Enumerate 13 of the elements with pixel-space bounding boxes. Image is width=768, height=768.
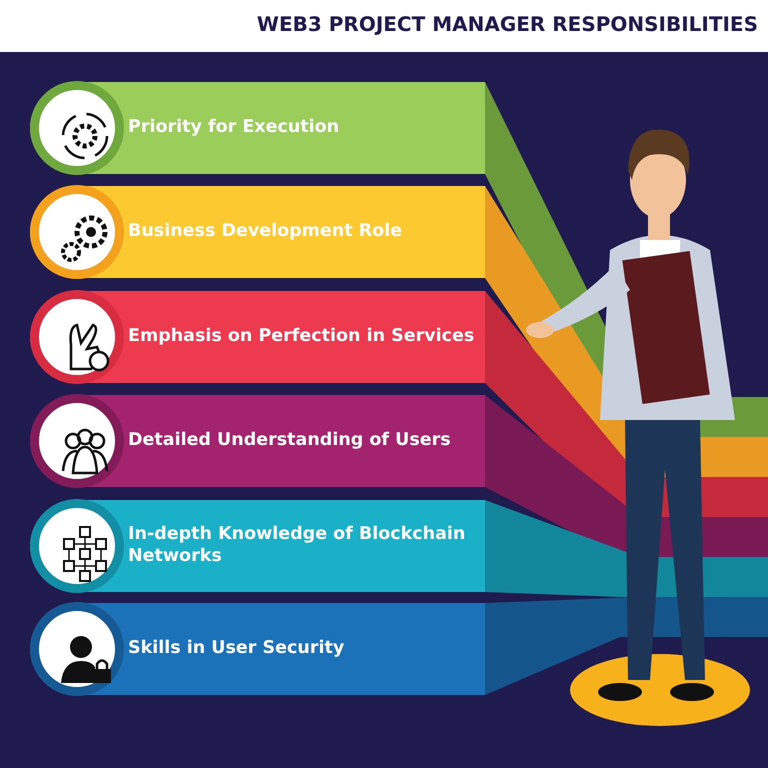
ribbon-band: [30, 291, 485, 383]
title: WEB3 PROJECT MANAGER RESPONSIBILITIES: [256, 12, 758, 36]
band-label: Emphasis on Perfection in Services: [128, 325, 476, 348]
ribbon-band: [30, 603, 485, 695]
band-label: In-depth Knowledge of Blockchain Networks: [128, 523, 466, 568]
ribbon-band: [30, 395, 485, 487]
ribbon-band: [30, 500, 485, 592]
band-label: Detailed Understanding of Users: [128, 429, 452, 452]
ribbon-band: [30, 82, 485, 174]
band-label: Skills in User Security: [128, 637, 346, 660]
band-label: Business Development Role: [128, 220, 404, 244]
ribbon-band: [30, 186, 485, 278]
band-label: Priority for Execution: [128, 116, 340, 140]
